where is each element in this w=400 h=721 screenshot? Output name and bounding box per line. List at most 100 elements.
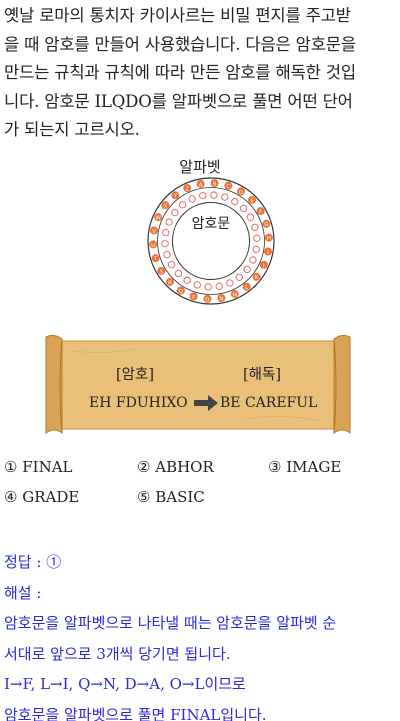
outer-letter: R bbox=[165, 277, 174, 286]
inner-letter-marker bbox=[243, 265, 251, 274]
explanation-label: 해설 : bbox=[4, 583, 42, 602]
inner-letter-marker bbox=[204, 283, 212, 291]
svg-text:U: U bbox=[151, 243, 155, 249]
inner-letter-ring bbox=[161, 191, 261, 291]
choice-5[interactable]: ⑤ BASIC bbox=[137, 488, 205, 506]
svg-text:Z: Z bbox=[185, 186, 189, 192]
outer-letter: B bbox=[210, 179, 219, 188]
choice-number: ② bbox=[137, 458, 151, 476]
explanation-line: 서대로 앞으로 3개씩 당기면 됩니다. bbox=[4, 644, 231, 663]
inner-letter-marker bbox=[179, 201, 187, 209]
outer-letter: G bbox=[262, 219, 271, 228]
svg-text:J: J bbox=[262, 263, 265, 269]
outer-letter: K bbox=[252, 272, 261, 281]
choice-text: FINAL bbox=[22, 458, 73, 476]
outer-letter: O bbox=[203, 294, 212, 303]
explanation-line: I→F, L→I, Q→N, D→A, O→L이므로 bbox=[4, 675, 246, 693]
explanation-line: 암호문을 알파벳으로 풀면 FINAL입니다. bbox=[4, 705, 267, 721]
correct-answer: 정답 : ① bbox=[4, 553, 62, 571]
plain-label: [해독] bbox=[243, 367, 281, 383]
inner-letter-marker bbox=[249, 256, 257, 264]
svg-text:N: N bbox=[219, 296, 223, 302]
choice-number: ③ bbox=[268, 458, 282, 476]
inner-letter-marker bbox=[246, 213, 255, 221]
svg-text:B: B bbox=[213, 182, 217, 188]
question-line: 가 되는지 고르시오. bbox=[4, 120, 140, 140]
outer-letter: A bbox=[196, 179, 205, 188]
svg-text:K: K bbox=[255, 275, 259, 281]
svg-text:D: D bbox=[239, 190, 243, 196]
inner-letter-marker bbox=[174, 269, 183, 278]
svg-text:V: V bbox=[152, 229, 156, 235]
choice-1[interactable]: ① FINAL bbox=[4, 458, 73, 476]
inner-letter-marker bbox=[252, 245, 260, 253]
inner-letter-marker bbox=[215, 282, 223, 290]
choice-2[interactable]: ② ABHOR bbox=[137, 458, 214, 476]
question-line: 을 때 암호를 만들어 사용했습니다. 다음은 암호문을 bbox=[4, 34, 356, 54]
svg-text:S: S bbox=[160, 269, 164, 275]
choice-number: ⑤ bbox=[137, 488, 151, 506]
question-line: 니다. 암호문 ILQDO를 알파벳으로 풀면 어떤 단어 bbox=[4, 91, 353, 111]
plain-text: BE CAREFUL bbox=[220, 395, 318, 411]
inner-letter-marker bbox=[231, 198, 239, 206]
outer-letter: J bbox=[259, 260, 268, 269]
inner-letter-marker bbox=[221, 193, 229, 201]
inner-letter-marker bbox=[199, 192, 207, 200]
inner-letter-marker bbox=[188, 195, 196, 203]
outer-letter: Q bbox=[176, 286, 185, 295]
outer-letter: E bbox=[248, 196, 257, 204]
inner-letter-marker bbox=[251, 223, 259, 232]
outer-letter: V bbox=[149, 226, 158, 235]
right-arrow-icon bbox=[194, 395, 218, 411]
outer-letter: X bbox=[161, 201, 170, 210]
inner-letter-marker bbox=[161, 240, 169, 248]
svg-text:R: R bbox=[168, 280, 172, 286]
choice-3[interactable]: ③ IMAGE bbox=[268, 458, 341, 476]
question-line: 만드는 규칙과 규칙에 따라 만든 암호를 해독한 것입 bbox=[4, 63, 356, 83]
svg-text:P: P bbox=[192, 295, 196, 301]
inner-letter-marker bbox=[253, 234, 261, 242]
answer-section: 정답 : ① 해설 : 암호문을 알파벳으로 나타낼 때는 암호문을 알파벳 순… bbox=[4, 547, 398, 721]
choice-4[interactable]: ④ GRADE bbox=[4, 488, 79, 506]
svg-text:X: X bbox=[163, 204, 167, 210]
inner-letter-marker bbox=[226, 279, 234, 287]
svg-text:A: A bbox=[199, 182, 203, 188]
cipher-label: [암호] bbox=[116, 367, 154, 383]
svg-text:E: E bbox=[250, 198, 254, 204]
svg-text:C: C bbox=[226, 184, 230, 190]
choice-text: BASIC bbox=[155, 488, 205, 506]
outer-letter: T bbox=[151, 254, 160, 263]
question-text: 옛날 로마의 통치자 카이사르는 비밀 편지를 주고받 을 때 암호를 만들어 … bbox=[4, 2, 398, 145]
wheel-center-label: 암호문 bbox=[192, 216, 231, 232]
outer-letter: C bbox=[224, 181, 233, 190]
inner-letter-marker bbox=[210, 191, 218, 199]
svg-text:L: L bbox=[245, 285, 249, 291]
outer-letter: Y bbox=[171, 191, 180, 200]
outer-letter: P bbox=[189, 292, 198, 301]
outer-letter: F bbox=[256, 207, 265, 215]
svg-text:Q: Q bbox=[179, 289, 184, 295]
choice-number: ④ bbox=[4, 488, 18, 506]
outer-letter: N bbox=[217, 294, 226, 302]
outer-letter: U bbox=[149, 240, 158, 249]
svg-text:Y: Y bbox=[173, 194, 178, 200]
question-line: 옛날 로마의 통치자 카이사르는 비밀 편지를 주고받 bbox=[4, 6, 351, 25]
explanation-line: 암호문을 알파벳으로 나타낼 때는 암호문을 알파벳 순 bbox=[4, 614, 337, 632]
inner-letter-marker bbox=[163, 250, 171, 259]
svg-text:W: W bbox=[155, 216, 161, 222]
scroll-banner bbox=[45, 334, 351, 434]
inner-letter-marker bbox=[239, 204, 248, 213]
inner-letter-marker bbox=[165, 218, 173, 226]
inner-letter-marker bbox=[171, 208, 179, 217]
svg-text:G: G bbox=[264, 222, 268, 228]
outer-letter: Z bbox=[183, 184, 192, 192]
choice-text: IMAGE bbox=[286, 458, 342, 476]
scroll-content: [암호] [해독] EH FDUHIXO BE CAREFUL bbox=[44, 333, 352, 437]
inner-letter-marker bbox=[235, 273, 243, 281]
svg-text:I: I bbox=[267, 250, 269, 256]
choice-text: ABHOR bbox=[155, 458, 214, 476]
svg-text:F: F bbox=[259, 209, 262, 215]
svg-text:O: O bbox=[205, 297, 210, 303]
